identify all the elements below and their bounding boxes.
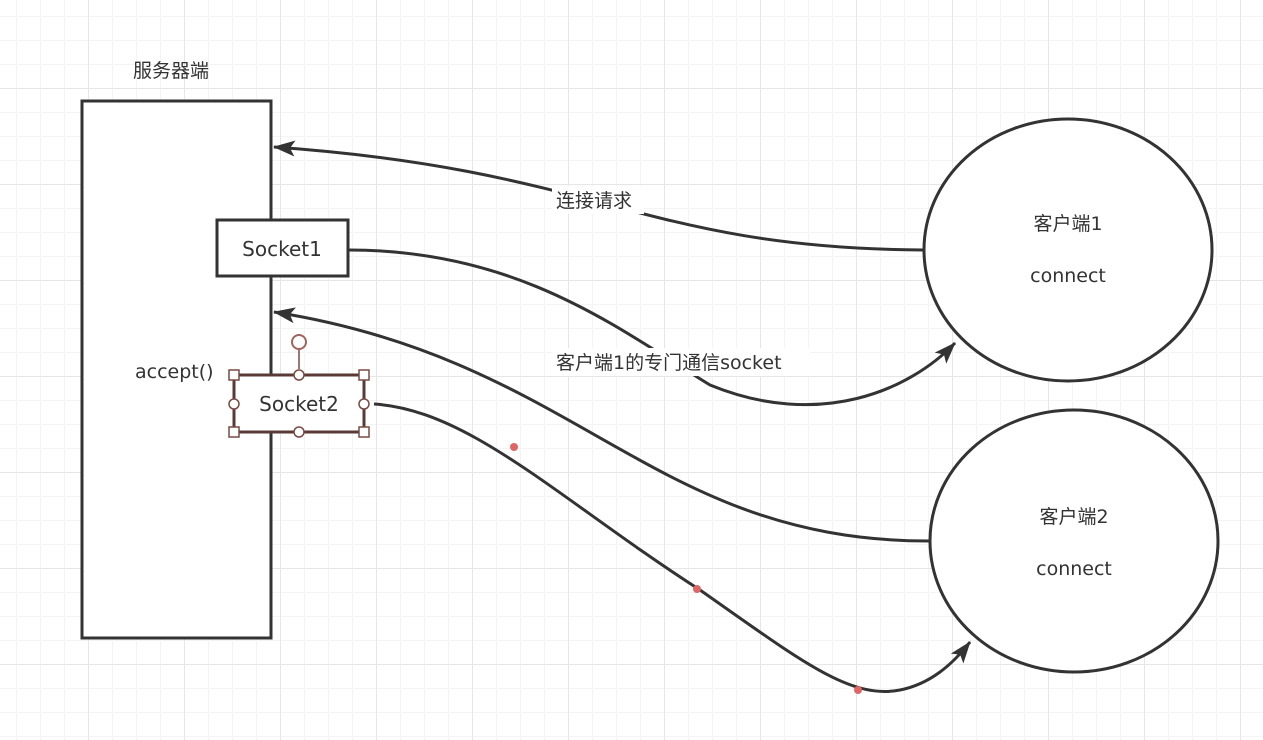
socket2-node[interactable]: Socket2 [232, 373, 366, 434]
socket2-edge-client2[interactable] [373, 402, 972, 693]
connect-request-edge-client2[interactable] [273, 307, 930, 543]
resize-handle-e[interactable] [358, 398, 370, 410]
server-label: 服务器端 [133, 60, 209, 82]
client2-node[interactable]: 客户端2 connect [928, 408, 1220, 674]
resize-handle-nw[interactable] [228, 369, 240, 381]
dedicated-socket-label-bg [552, 348, 810, 376]
socket1-node[interactable]: Socket1 [215, 218, 350, 278]
edge-waypoint[interactable] [510, 443, 518, 451]
rotate-handle[interactable] [291, 334, 307, 350]
selection-handles[interactable] [228, 334, 370, 438]
resize-handle-n[interactable] [293, 369, 305, 381]
socket2-label: Socket2 [259, 392, 339, 416]
accept-label: accept() [135, 361, 214, 383]
client1-action: connect [1030, 265, 1106, 287]
client2-name: 客户端2 [1039, 506, 1108, 528]
resize-handle-s[interactable] [293, 426, 305, 438]
socket1-label: Socket1 [242, 237, 322, 261]
client1-node[interactable]: 客户端1 connect [922, 117, 1214, 383]
resize-handle-ne[interactable] [358, 369, 370, 381]
client2-action: connect [1036, 558, 1112, 580]
resize-handle-w[interactable] [228, 398, 240, 410]
edge-waypoint[interactable] [854, 686, 862, 694]
edge-waypoint[interactable] [693, 585, 701, 593]
connect-request-label-bg [552, 186, 644, 214]
dedicated-socket-label: 客户端1的专门通信socket [556, 352, 782, 374]
dedicated-socket-edge-socket1[interactable] [348, 248, 957, 407]
client1-name: 客户端1 [1033, 213, 1102, 235]
connect-request-label: 连接请求 [556, 190, 632, 212]
resize-handle-sw[interactable] [228, 426, 240, 438]
resize-handle-se[interactable] [358, 426, 370, 438]
